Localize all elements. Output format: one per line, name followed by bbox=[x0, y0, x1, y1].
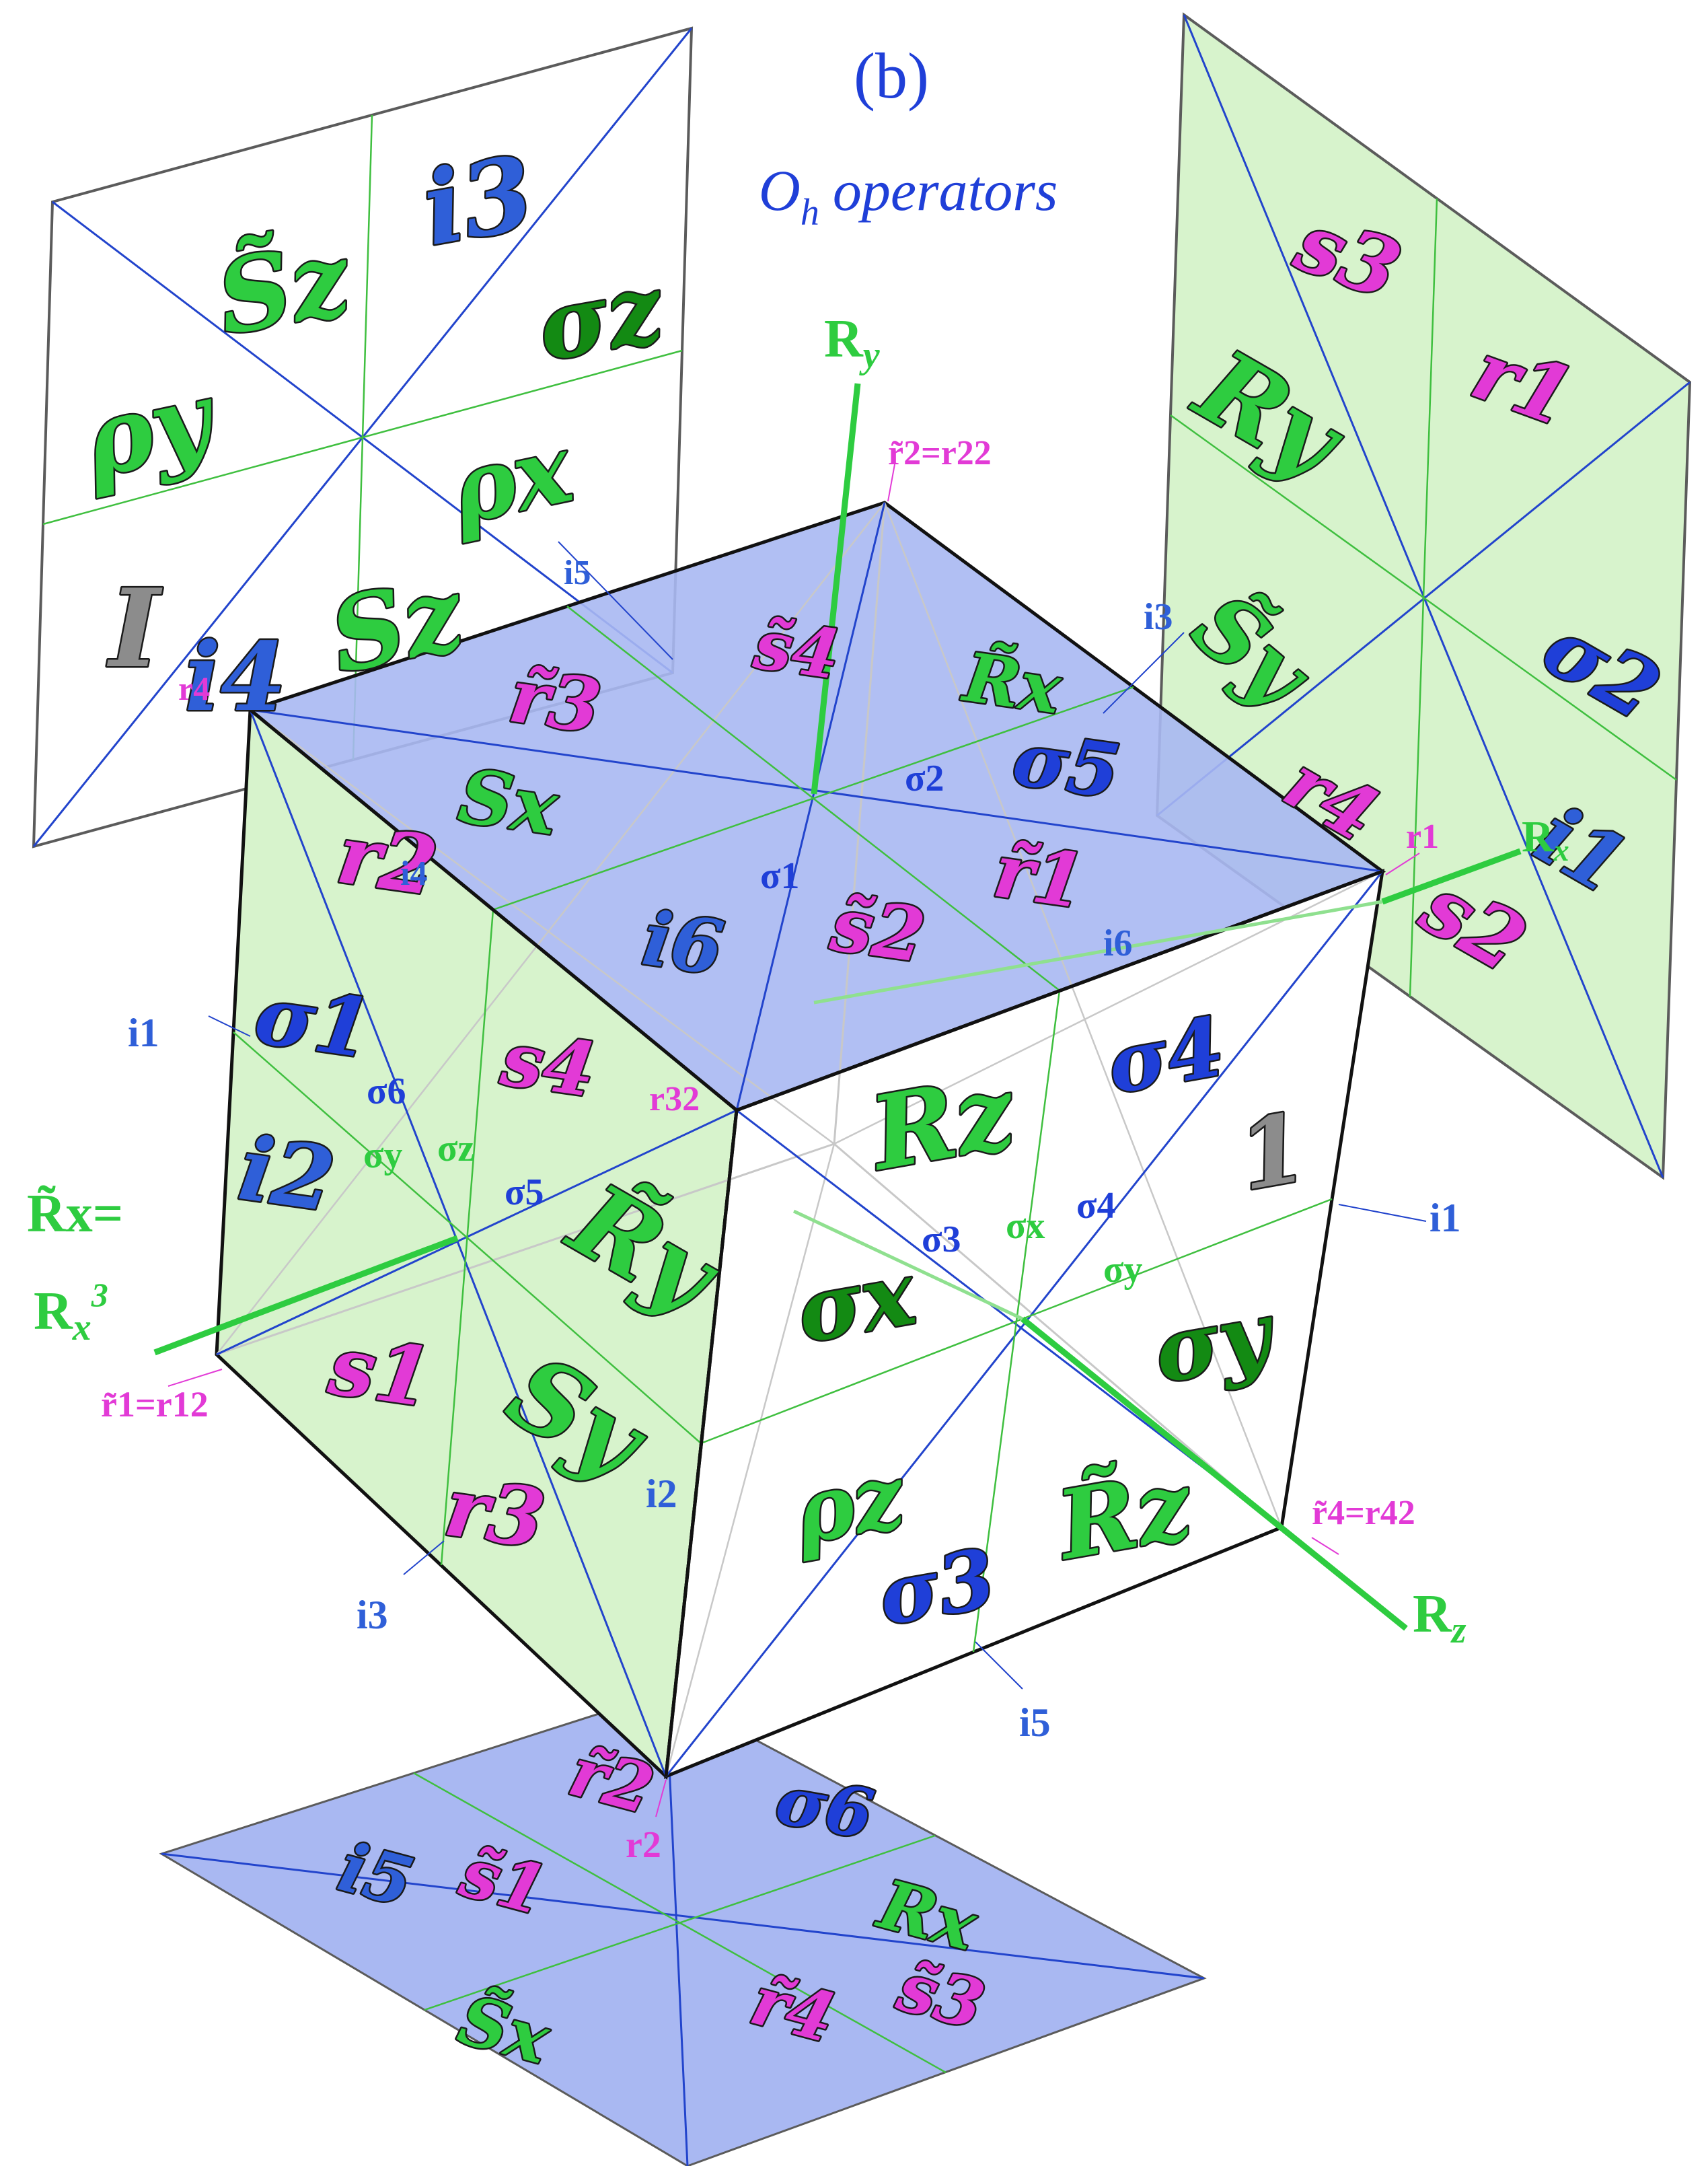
annot-sigma2: σ2 bbox=[905, 758, 944, 799]
operator-left-i3: i3 bbox=[414, 133, 542, 268]
operator-front-left-s4: s4 bbox=[496, 1015, 601, 1114]
axis-label-Rz: Rz bbox=[1413, 1585, 1466, 1651]
operator-left-Sz-tilde: S̃z bbox=[209, 219, 359, 358]
subtitle-main: O bbox=[759, 158, 801, 223]
operator-left-rho-y: ρy bbox=[73, 358, 227, 501]
operator-front-right-Rz-tilde: R̃z bbox=[1047, 1449, 1201, 1582]
annot-i2: i2 bbox=[646, 1472, 677, 1516]
operator-left-Sz: Sz bbox=[320, 553, 474, 696]
annot-r3-sq: r32 bbox=[649, 1080, 700, 1118]
annot-sigma1: σ1 bbox=[760, 855, 799, 897]
axis-label-Rx: Rx bbox=[1522, 812, 1569, 867]
operator-top-sigma5: σ5 bbox=[1008, 715, 1125, 816]
annot-i3-bottom: i3 bbox=[357, 1593, 388, 1637]
axis-label-Ry: Ry bbox=[824, 310, 881, 376]
operator-top-Sx: Sx bbox=[454, 752, 564, 852]
operator-top-s4-tilde: s̃4 bbox=[749, 604, 844, 695]
operator-top-i6: i6 bbox=[638, 895, 729, 992]
operator-left-i4: i4 bbox=[185, 622, 287, 733]
annot-i5-top: i5 bbox=[564, 554, 591, 592]
operator-front-right-rho-z: ρz bbox=[786, 1443, 914, 1564]
annot-sigma4: σ4 bbox=[1076, 1185, 1115, 1227]
operator-front-right-sigma-x: σx bbox=[789, 1241, 923, 1363]
operator-front-left-s1: s1 bbox=[323, 1317, 437, 1426]
operator-front-left-r3: r3 bbox=[439, 1459, 550, 1567]
annot-i1-right: i1 bbox=[1429, 1196, 1461, 1240]
annot-sigma3: σ3 bbox=[922, 1219, 961, 1260]
annot-i5-bottom: i5 bbox=[1019, 1700, 1051, 1745]
annot-r1: r1 bbox=[1406, 818, 1439, 856]
subtitle-rest: operators bbox=[833, 158, 1057, 223]
operator-left-I: I bbox=[107, 565, 163, 692]
operator-front-right-sigma-y: σy bbox=[1146, 1281, 1283, 1404]
annot-i1-left: i1 bbox=[128, 1011, 159, 1055]
axes bbox=[153, 383, 1522, 1817]
annot-i3-top: i3 bbox=[1144, 596, 1173, 638]
annot-sigma6: σ6 bbox=[367, 1071, 406, 1112]
annot-r1-tilde: r̃1=r12 bbox=[101, 1384, 209, 1424]
operator-front-left-i2: i2 bbox=[233, 1116, 340, 1231]
annot-i4: i4 bbox=[400, 855, 427, 893]
operator-top-r3-tilde: r̃3 bbox=[505, 652, 606, 750]
operator-front-left-sigma1: σ1 bbox=[250, 967, 377, 1077]
operator-top-s2-tilde: s̃2 bbox=[825, 880, 930, 979]
annot-r2-tilde: r̃2=r22 bbox=[888, 434, 992, 472]
axis-label-Rx-tilde-2: Rx3 bbox=[34, 1276, 108, 1348]
operator-front-right-Rz: Rz bbox=[860, 1052, 1024, 1194]
axis-label-Rx-tilde-1: R̃x= bbox=[27, 1184, 123, 1243]
operator-top-r1-tilde: r̃1 bbox=[989, 827, 1090, 925]
annot-i6: i6 bbox=[1103, 923, 1133, 964]
subtitle-sub: h bbox=[801, 192, 819, 233]
annot-sigma-x: σx bbox=[1006, 1205, 1045, 1247]
annot-r2: r2 bbox=[626, 1824, 661, 1866]
annot-sigma-y-left: σy bbox=[363, 1134, 402, 1176]
figure-subtitle: Oh operators bbox=[759, 158, 1058, 233]
figure-title: (b) bbox=[854, 40, 929, 112]
operator-front-right-sigma3: σ3 bbox=[872, 1531, 1002, 1645]
annot-sigma5: σ5 bbox=[505, 1171, 544, 1213]
operator-left-rho-x: ρx bbox=[441, 413, 582, 546]
operator-top-Rx-tilde: R̃x bbox=[957, 637, 1066, 729]
axis-labels: Ry Rx Rz R̃x= Rx3 bbox=[27, 310, 1569, 1651]
annot-r4: r4 bbox=[178, 670, 210, 707]
operator-front-right-sigma4: σ4 bbox=[1101, 999, 1231, 1113]
bottom-panel bbox=[159, 1691, 1207, 2166]
annotations: r̃2=r22 r̃1=r12 r̃4=r42 r32 r1 r2 r4 i1 … bbox=[101, 434, 1461, 1866]
operator-front-left-r2: r2 bbox=[332, 807, 443, 914]
annot-r4-tilde: r̃4=r42 bbox=[1312, 1494, 1415, 1532]
annot-sigma-z: σz bbox=[437, 1128, 474, 1169]
annot-sigma-y-right: σy bbox=[1103, 1249, 1142, 1291]
operator-left-sigma-z: σz bbox=[529, 253, 671, 384]
operator-bottom-sigma6: σ6 bbox=[770, 1760, 879, 1854]
